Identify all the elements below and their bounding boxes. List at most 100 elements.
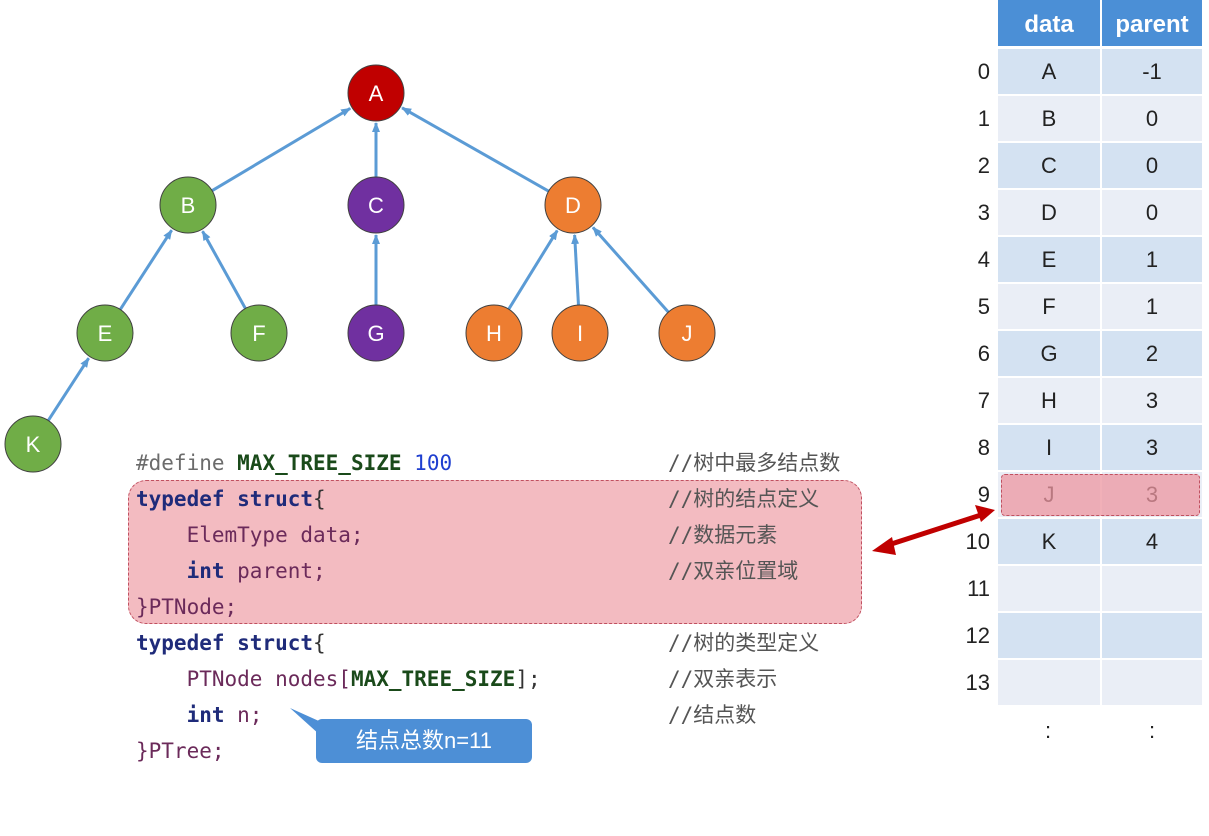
code-line-ptree-end: }PTree; — [136, 734, 225, 768]
row-index: 8 — [977, 435, 990, 460]
row-index: 12 — [965, 623, 990, 648]
tree-node-C: C — [347, 176, 405, 234]
node-circle — [544, 176, 602, 234]
node-label: B — [181, 193, 196, 218]
tree-node-F: F — [230, 304, 288, 362]
node-label: G — [367, 321, 384, 346]
code-line-n-field: int n; //结点数 — [136, 698, 757, 732]
cell-data: G — [998, 331, 1100, 376]
tree-node-H: H — [465, 304, 523, 362]
row-highlight — [1001, 474, 1200, 516]
node-label: A — [369, 81, 384, 106]
cell-data: K — [998, 519, 1100, 564]
cell-data: A — [998, 49, 1100, 94]
cell-data — [998, 660, 1100, 705]
comment: //树的类型定义 — [668, 631, 820, 655]
tree-node-K: K — [4, 415, 62, 473]
struct-end: }PTNode; — [136, 595, 238, 619]
row-index: 7 — [977, 388, 990, 413]
cell-parent — [1102, 613, 1202, 658]
cell-parent: 3 — [1102, 425, 1202, 470]
bracket: ]; — [515, 667, 541, 691]
tree-node-B: B — [159, 176, 217, 234]
tree-node-D: D — [544, 176, 602, 234]
column-header-parent: parent — [1102, 0, 1202, 46]
cell-data: D — [998, 190, 1100, 235]
double-arrow — [872, 505, 995, 555]
node-label: K — [26, 432, 41, 457]
row-index: 10 — [965, 529, 990, 554]
keyword: typedef struct — [136, 487, 314, 511]
cell-data: F — [998, 284, 1100, 329]
row-index: 6 — [977, 341, 990, 366]
edge-I-to-D — [571, 233, 580, 306]
row-index: 4 — [977, 247, 990, 272]
cell-data: B — [998, 96, 1100, 141]
tree-node-I: I — [551, 304, 609, 362]
row-index: 13 — [965, 670, 990, 695]
macro-value: 100 — [401, 451, 453, 475]
cell-data — [998, 566, 1100, 611]
cell-parent — [1102, 566, 1202, 611]
row-index: 9 — [977, 482, 990, 507]
edge-H-to-D — [507, 229, 559, 310]
define-directive: #define — [136, 451, 238, 475]
edge-K-to-E — [46, 357, 90, 422]
node-circle — [159, 176, 217, 234]
node-count-callout: 结点总数n=11 — [316, 719, 532, 763]
code-line-ptnode-end: }PTNode; — [136, 590, 237, 624]
brace: { — [313, 631, 326, 655]
node-label: D — [565, 193, 581, 218]
ellipsis-data: : — [1044, 718, 1052, 743]
node-label: F — [252, 321, 265, 346]
row-index: 1 — [977, 106, 990, 131]
cell-parent: 0 — [1102, 143, 1202, 188]
node-circle — [465, 304, 523, 362]
cell-parent: 2 — [1102, 331, 1202, 376]
row-index: 5 — [977, 294, 990, 319]
comment: //双亲表示 — [668, 667, 778, 691]
row-index: 0 — [977, 59, 990, 84]
edge-B-to-A — [211, 107, 352, 192]
comment: //树中最多结点数 — [668, 451, 841, 475]
macro-name: MAX_TREE_SIZE — [350, 667, 516, 691]
field-decl: PTNode nodes[ — [136, 667, 351, 691]
row-index: 3 — [977, 200, 990, 225]
node-circle — [551, 304, 609, 362]
tree-node-E: E — [76, 304, 134, 362]
brace: { — [313, 487, 326, 511]
macro-name: MAX_TREE_SIZE — [237, 451, 402, 475]
cell-parent — [1102, 660, 1202, 705]
code-line-parent-field: int parent; //双亲位置域 — [136, 554, 799, 588]
node-circle — [347, 304, 405, 362]
cell-data: E — [998, 237, 1100, 282]
column-header-data: data — [998, 0, 1100, 46]
node-label: C — [368, 193, 384, 218]
edge-J-to-D — [591, 226, 670, 314]
edge-D-to-A — [401, 106, 550, 193]
tree-node-G: G — [347, 304, 405, 362]
ellipsis-parent: : — [1148, 718, 1156, 743]
edge-F-to-B — [201, 230, 247, 310]
code-line-nodes-field: PTNode nodes[MAX_TREE_SIZE]; //双亲表示 — [136, 662, 778, 696]
tree-node-A: A — [347, 64, 405, 122]
field-decl: ElemType data; — [136, 523, 364, 547]
cell-parent: 1 — [1102, 237, 1202, 282]
node-circle — [76, 304, 134, 362]
field-decl: parent; — [224, 559, 326, 583]
cell-data: I — [998, 425, 1100, 470]
comment: //数据元素 — [668, 523, 778, 547]
edge-E-to-B — [118, 229, 173, 311]
row-index: 11 — [967, 576, 990, 601]
row-index: 2 — [977, 153, 990, 178]
cell-parent: 0 — [1102, 96, 1202, 141]
node-label: I — [577, 321, 583, 346]
node-circle — [4, 415, 62, 473]
code-line-typedef-tree: typedef struct{ //树的类型定义 — [136, 626, 819, 660]
code-line-define: #define MAX_TREE_SIZE 100 //树中最多结点数 — [136, 446, 840, 480]
cell-parent: 4 — [1102, 519, 1202, 564]
cell-parent: 0 — [1102, 190, 1202, 235]
cell-data: H — [998, 378, 1100, 423]
code-line-typedef-node: typedef struct{ //树的结点定义 — [136, 482, 819, 516]
